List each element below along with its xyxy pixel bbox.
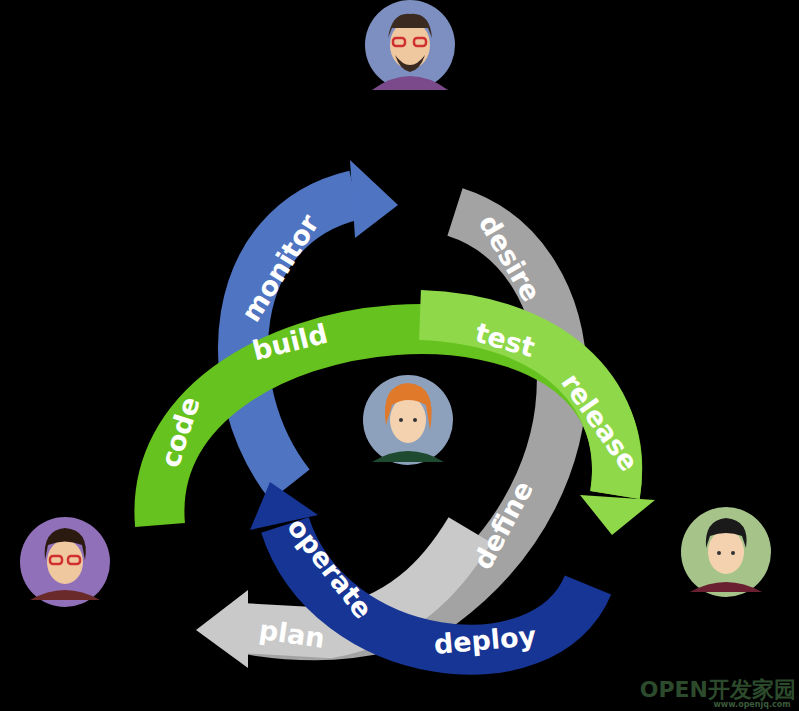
green-arrowhead bbox=[580, 495, 655, 535]
blue-arrowhead bbox=[350, 160, 398, 238]
watermark: OPEN开发家园 bbox=[640, 679, 796, 701]
watermark-url: www.openjq.com bbox=[713, 701, 790, 709]
avatar-top bbox=[365, 0, 455, 90]
gray-arrowhead bbox=[196, 590, 248, 668]
avatar-center bbox=[363, 375, 453, 465]
avatar-left bbox=[20, 517, 110, 607]
avatar-right bbox=[681, 507, 771, 597]
